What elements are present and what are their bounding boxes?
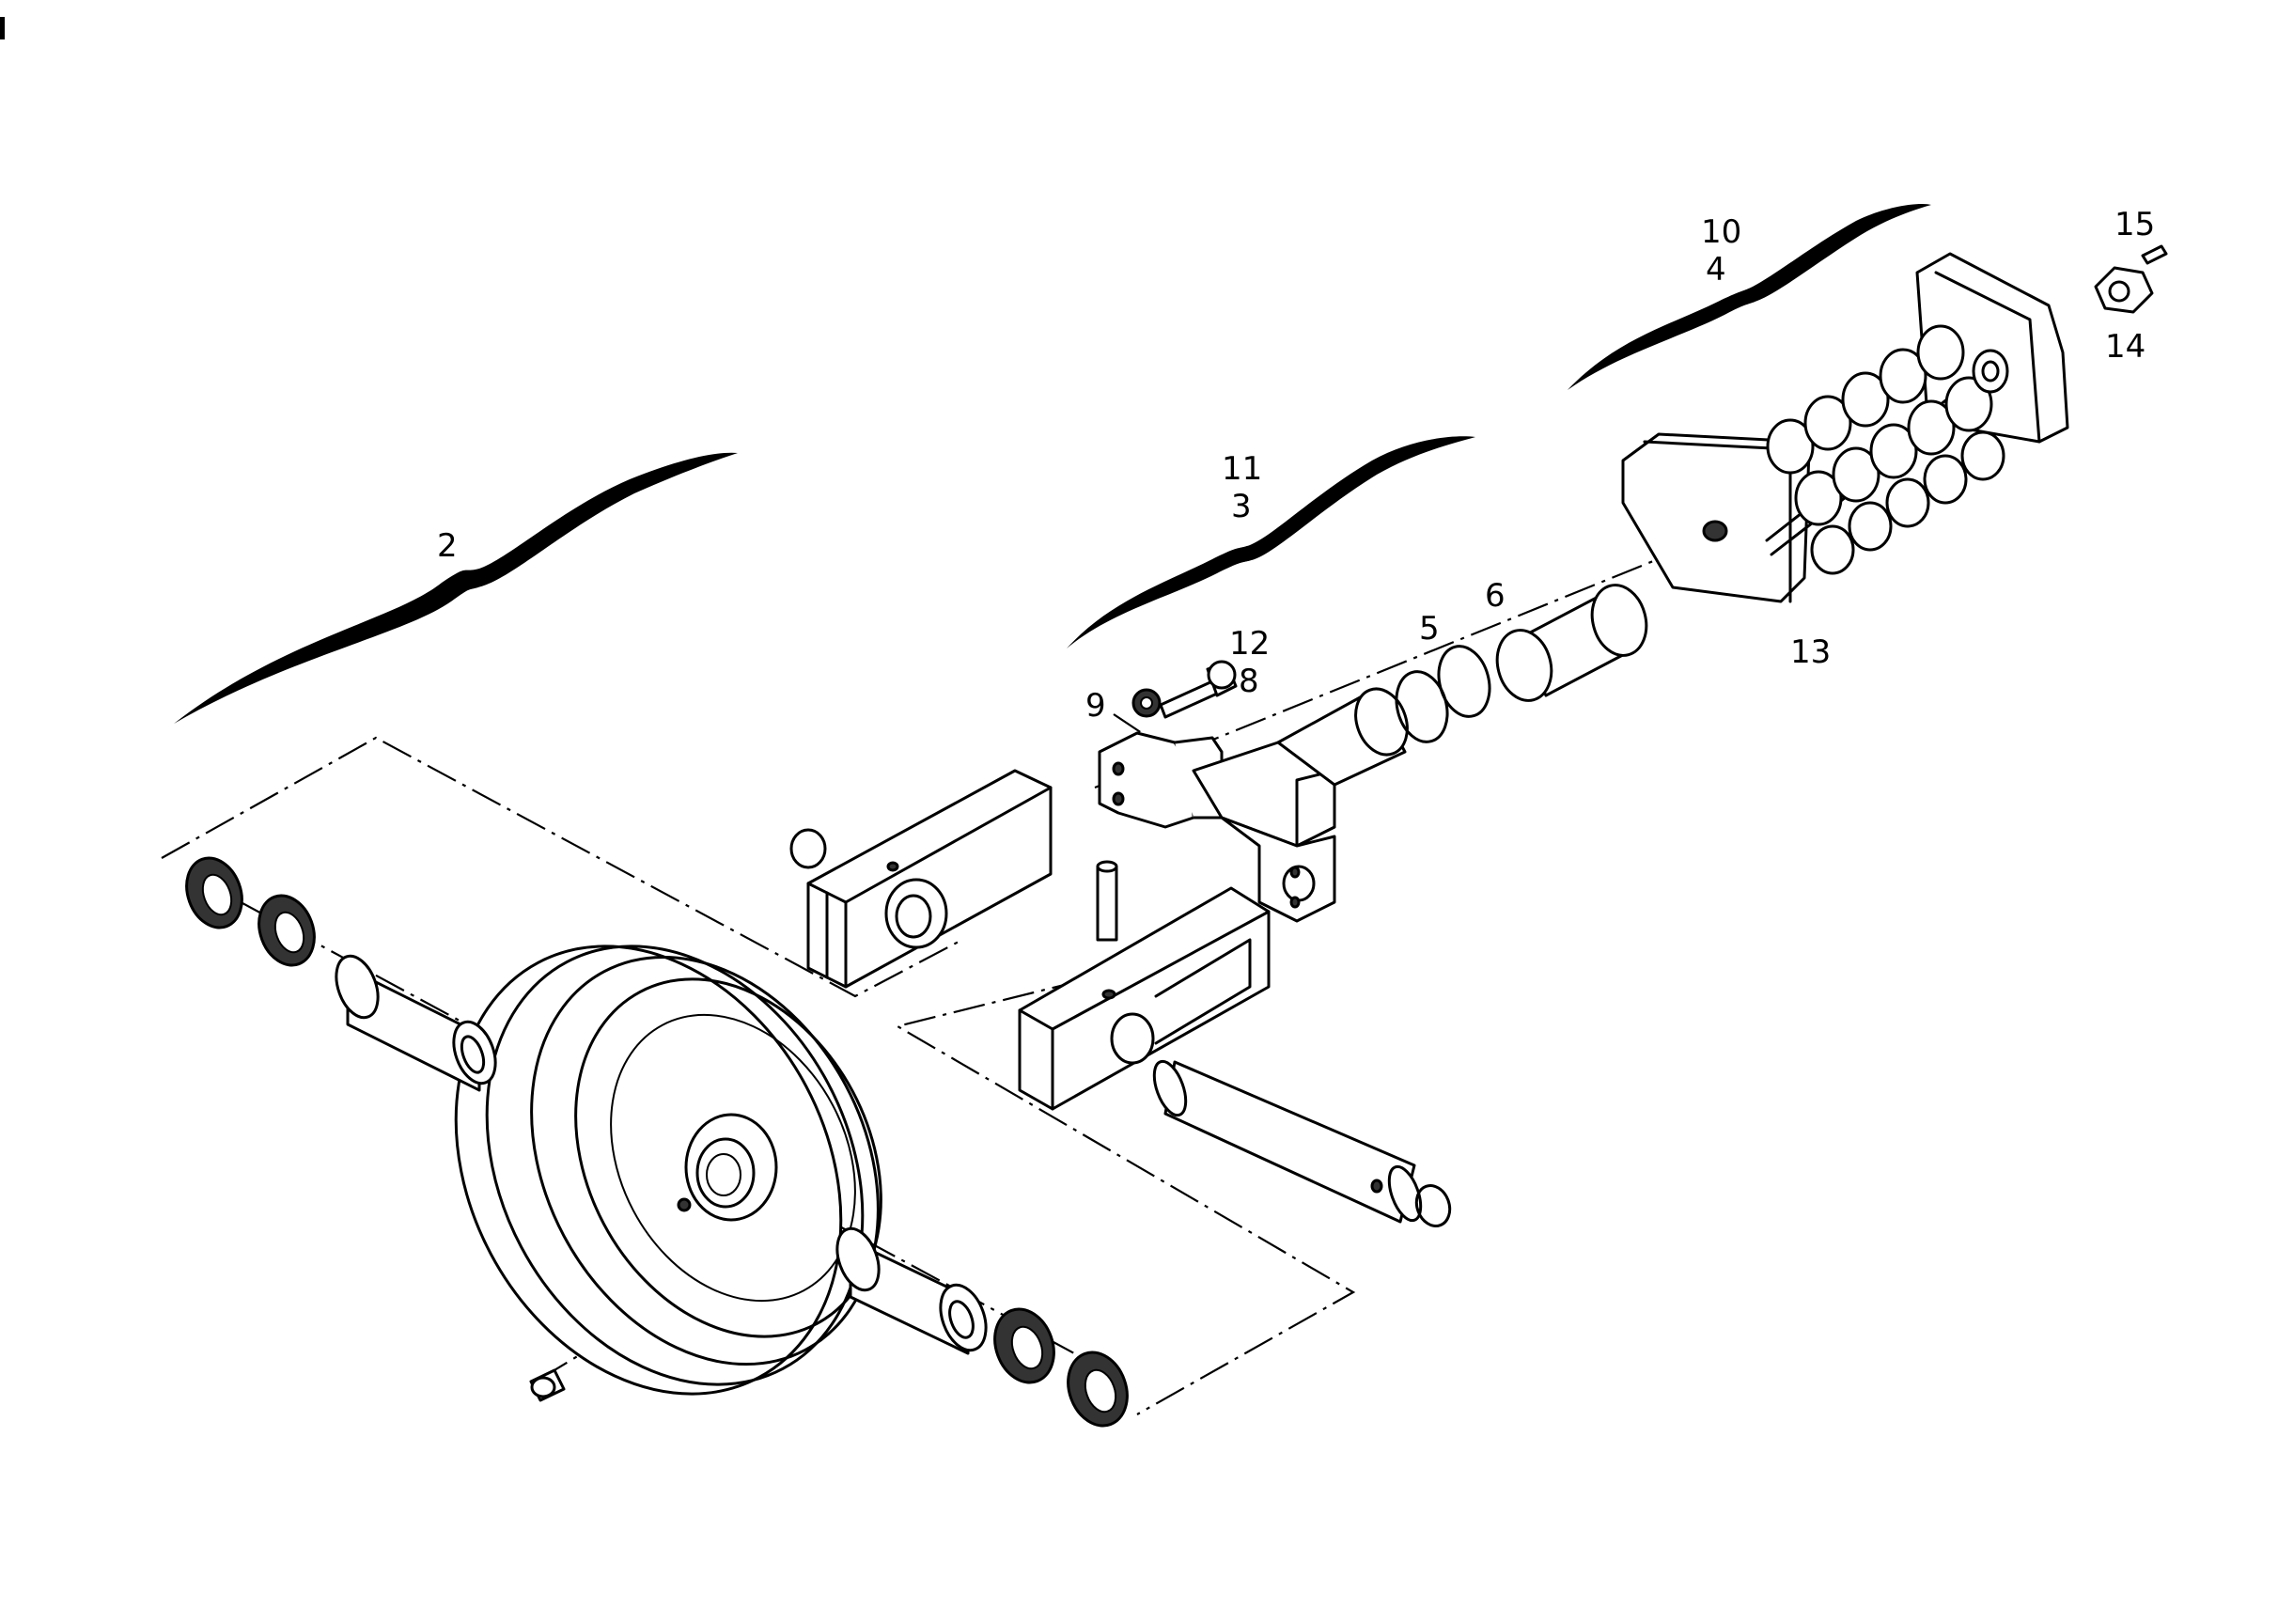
label-item-6: 6 <box>1485 577 1506 615</box>
o-ring-5b <box>1437 645 1491 718</box>
assembly-line-wheel-left <box>161 736 960 998</box>
brace-item-4-10 <box>1568 203 1931 390</box>
tension-fork <box>1098 687 1409 923</box>
label-item-15: 15 <box>2114 206 2155 243</box>
label-item-3: 3 <box>1231 488 1252 525</box>
seal-outer-left <box>185 856 243 929</box>
label-item-12: 12 <box>1229 625 1270 663</box>
roll-pin <box>1096 860 1118 942</box>
label-item-11: 11 <box>1222 450 1262 488</box>
label-item-9: 9 <box>1085 687 1106 725</box>
corner-mark <box>0 17 5 39</box>
label-item-13: 13 <box>1790 633 1831 671</box>
seal-inner-right <box>993 1307 1055 1384</box>
bearing-block-upper <box>806 769 1053 989</box>
cotter-pin <box>2141 244 2168 265</box>
o-ring-upper-block <box>789 828 827 869</box>
label-item-14: 14 <box>2105 328 2145 366</box>
brace-item-3-11 <box>1067 436 1475 648</box>
assembly-line-wheel-right <box>895 966 1356 1415</box>
seal-outer-right <box>1067 1351 1129 1428</box>
label-item-10: 10 <box>1701 213 1741 251</box>
spring-coils <box>1766 324 2005 575</box>
brace-item-2 <box>174 452 738 724</box>
label-item-8: 8 <box>1239 663 1259 700</box>
seal-inner-left <box>257 894 316 967</box>
plug-screw <box>529 1368 566 1402</box>
bearing-block-lower <box>1018 886 1271 1111</box>
nut <box>2094 266 2154 314</box>
shaft-pin <box>1152 1059 1423 1224</box>
label-item-4: 4 <box>1706 251 1726 289</box>
o-ring-shaft-pin <box>1414 1184 1452 1227</box>
bushing-left <box>335 954 497 1092</box>
idler-wheel <box>454 945 882 1396</box>
washer <box>1131 688 1162 718</box>
label-item-5: 5 <box>1419 610 1440 648</box>
spring-assembly <box>1621 252 2069 603</box>
bolt <box>1159 660 1238 719</box>
label-item-2: 2 <box>437 527 458 565</box>
bushing-right <box>835 1226 988 1355</box>
sleeve <box>1495 584 1648 702</box>
